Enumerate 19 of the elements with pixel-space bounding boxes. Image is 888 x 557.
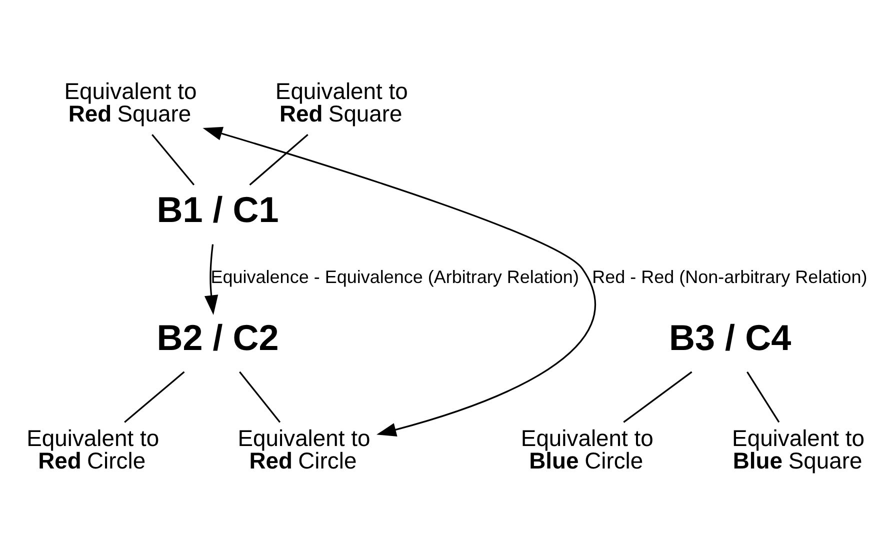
node-text: B2 / C2 <box>156 316 279 358</box>
arrow <box>202 126 596 436</box>
node-text: Equivalent to Blue Square <box>732 424 865 474</box>
node-text: B1 / C1 <box>156 189 279 230</box>
edge-label: Red - Red (Non-arbitrary Relation) <box>592 267 868 288</box>
edge-label: Equivalence - Equivalence (Arbitrary Relation) <box>210 267 579 288</box>
connector <box>239 371 281 423</box>
connector <box>623 371 692 423</box>
node-text: Equivalent to Red Circle <box>26 424 160 474</box>
connector <box>152 134 195 186</box>
node-text: Equivalent to Red Circle <box>238 424 370 474</box>
connector <box>124 371 185 423</box>
node-text: B3 / C4 <box>669 316 792 358</box>
connector <box>249 134 308 186</box>
node-text: Equivalent to Red Square <box>275 78 408 127</box>
node-text: Equivalent to Red Square <box>64 78 197 127</box>
arrow <box>204 244 218 315</box>
node-text: Equivalent to Blue Circle <box>520 424 654 474</box>
connector <box>746 371 780 423</box>
